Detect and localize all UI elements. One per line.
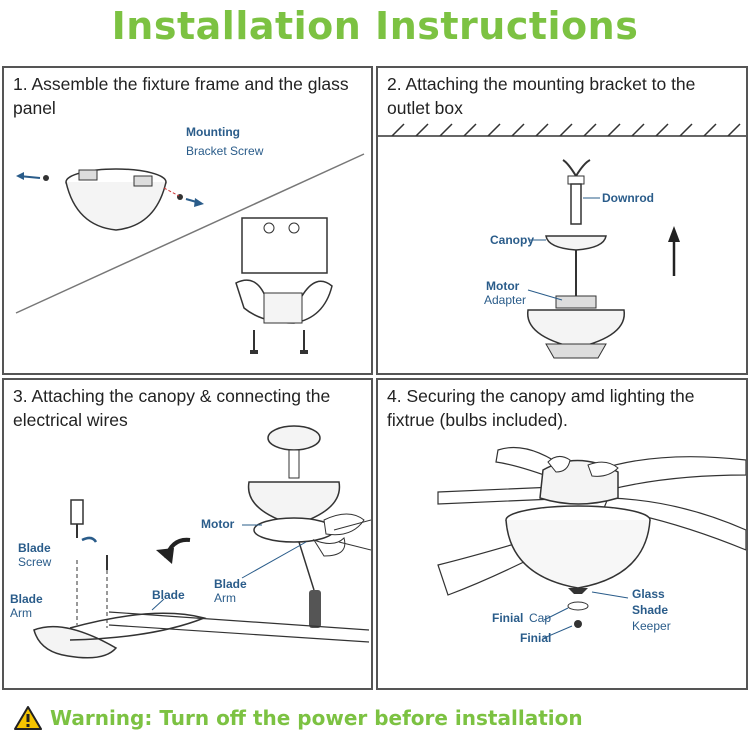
blade-arm-label-2: Blade [214, 577, 247, 591]
keeper-label: Keeper [632, 619, 671, 633]
shade-label: Shade [632, 603, 668, 617]
blade-label: Blade [152, 588, 185, 602]
canopy-label: Canopy [490, 233, 534, 247]
warning-icon [14, 706, 42, 730]
step-3-illustration: Motor Blade Screw Blade Arm Blade Blade … [10, 425, 371, 659]
motor-label: Motor [486, 279, 520, 293]
step-2-title: 2. Attaching the mounting bracket to the… [387, 74, 696, 118]
screw-label: Screw [18, 555, 52, 569]
mounting-label: Mounting [186, 125, 240, 139]
warning-banner: Warning: Turn off the power before insta… [14, 703, 583, 733]
finial-label: Finial [520, 631, 551, 645]
blade-arm-label: Blade [10, 592, 43, 606]
step-2-illustration: Downrod Canopy Motor Adapter [378, 123, 746, 359]
step-4-title: 4. Securing the canopy amd lighting the … [387, 386, 695, 430]
glass-label: Glass [632, 587, 665, 601]
arrow-left-icon [16, 172, 24, 180]
step-1-title: 1. Assemble the fixture frame and the gl… [13, 74, 349, 118]
step-4-illustration: Finial Cap Finial Glass Shade Keeper [437, 446, 746, 645]
arm-label: Arm [10, 606, 32, 620]
finial-cap-label: Finial [492, 611, 523, 625]
downrod-label: Downrod [602, 191, 654, 205]
step-4-panel: Finial Cap Finial Glass Shade Keeper 4. … [376, 378, 748, 690]
warning-text: Warning: Turn off the power before insta… [50, 706, 583, 730]
bracket-screw-label: Bracket Screw [186, 144, 264, 158]
arm-label-2: Arm [214, 591, 236, 605]
adapter-label: Adapter [484, 293, 526, 307]
page-title: Installation Instructions [111, 4, 639, 48]
curved-arrow-icon [156, 537, 191, 564]
step-1-illustration: Mounting Bracket Screw [15, 125, 365, 354]
step-3-panel: Motor Blade Screw Blade Arm Blade Blade … [2, 378, 373, 690]
motor-label-3: Motor [201, 517, 235, 531]
step-1-panel: Mounting Bracket Screw 1. Assemble the f… [2, 66, 373, 375]
step-3-title: 3. Attaching the canopy & connecting the… [13, 386, 331, 430]
cap-label: Cap [529, 611, 551, 625]
arrow-right-icon [194, 198, 204, 207]
screw-icon [250, 330, 308, 354]
screw-icon [70, 499, 84, 538]
arrow-up-icon [668, 226, 680, 276]
blade-screw-label: Blade [18, 541, 51, 555]
step-2-panel: Downrod Canopy Motor Adapter 2. Attachin… [376, 66, 748, 375]
